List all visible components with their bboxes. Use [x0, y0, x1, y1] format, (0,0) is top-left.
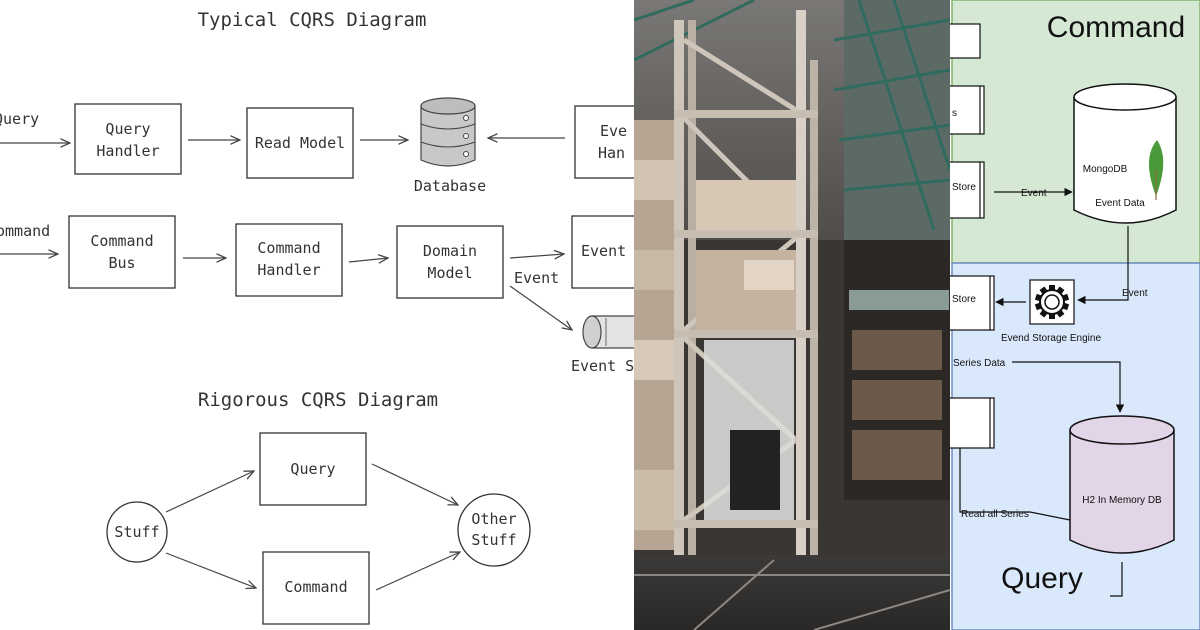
warehouse-photo-svg — [634, 0, 950, 630]
event-arrow-label: Event — [514, 269, 559, 287]
read-model-label: Read Model — [255, 134, 345, 152]
command-bus-label-2: Bus — [108, 254, 135, 272]
partial-box-2 — [950, 85, 985, 135]
series-data-label: Series Data — [953, 358, 1006, 369]
event-store-box-1 — [950, 161, 985, 219]
command-handler-box — [235, 223, 343, 297]
arrow-query-to-otherstuff — [371, 463, 458, 505]
arrow-command-to-otherstuff — [375, 552, 460, 591]
stuff-circle — [106, 501, 168, 563]
back-sign — [849, 290, 949, 310]
rigorous-query-label: Query — [290, 460, 335, 478]
event-arrow-label-2: Event — [1122, 288, 1148, 299]
rigorous-diagram-title: Rigorous CQRS Diagram — [198, 389, 438, 411]
h2-output-connector — [1110, 562, 1123, 597]
domain-model-box — [396, 225, 504, 299]
command-bus-box — [68, 215, 176, 289]
floor-markings — [634, 559, 950, 630]
other-stuff-circle — [457, 493, 531, 567]
event-store-box-1-label: Store — [952, 182, 976, 193]
architecture-diagram-panel: Command s Store Event MongoDB Event Data… — [950, 0, 1200, 630]
mongodb-cylinder — [1073, 83, 1177, 224]
database-label: Database — [414, 177, 486, 195]
domain-model-label-2: Model — [427, 264, 472, 282]
arrow-stuff-to-query — [165, 471, 254, 513]
rigorous-query-box — [259, 432, 367, 506]
warehouse-floor — [634, 555, 950, 630]
pallet-dark-box — [730, 430, 780, 510]
event-data-label: Event Data — [1095, 198, 1145, 209]
query-handler-label-1: Query — [105, 120, 150, 138]
event-box-label: Event — [581, 242, 626, 260]
architecture-svg: Command s Store Event MongoDB Event Data… — [950, 0, 1200, 630]
read-all-series-connector — [959, 448, 1071, 521]
arrow-handler-to-domainmodel — [348, 258, 388, 262]
arrow-stuff-to-command — [165, 552, 256, 588]
query-handler-box — [74, 103, 182, 175]
cqrs-sketch-panel: Typical CQRS Diagram Query Query Handler… — [0, 9, 634, 625]
event-store-box-2-label: Store — [952, 294, 976, 305]
event-handler-box — [574, 105, 634, 179]
event-box — [571, 215, 634, 289]
h2-database-cylinder — [1069, 415, 1175, 554]
database-icon — [420, 97, 476, 167]
h2-database-label: H2 In Memory DB — [1082, 495, 1162, 506]
event-store-icon — [582, 315, 634, 349]
event-arrow-label-1: Event — [1021, 188, 1047, 199]
warehouse-photo — [634, 0, 950, 630]
partial-box-2-label: s — [952, 108, 957, 119]
typical-diagram-title: Typical CQRS Diagram — [198, 9, 427, 31]
roof-trusses — [634, 0, 950, 231]
rigorous-command-box — [262, 551, 370, 625]
read-model-box — [246, 107, 354, 179]
command-handler-label-2: Handler — [257, 261, 320, 279]
command-input-label: ommand — [0, 222, 50, 240]
mongodb-leaf-icon — [1148, 140, 1164, 196]
read-all-series-label: Read all Series — [961, 509, 1029, 520]
other-stuff-label-1: Other — [471, 510, 516, 528]
arrow-series-to-h2 — [1012, 361, 1125, 413]
event-handler-label-2: Han — [598, 144, 625, 162]
partial-box-3 — [950, 397, 995, 449]
query-handler-label-2: Handler — [96, 142, 159, 160]
other-stuff-label-2: Stuff — [471, 531, 516, 549]
event-store-box-2 — [950, 275, 995, 331]
back-boxes — [852, 330, 942, 480]
rigorous-command-label: Command — [284, 578, 347, 596]
stuff-label: Stuff — [114, 523, 159, 541]
query-section-title: Query — [1001, 562, 1083, 595]
storage-engine-label: Evend Storage Engine — [1001, 333, 1102, 344]
command-handler-label-1: Command — [257, 239, 320, 257]
domain-model-label-1: Domain — [423, 242, 477, 260]
arrow-domainmodel-to-eventstore — [509, 285, 572, 330]
left-box-stacks — [634, 120, 674, 550]
query-input-label: Query — [0, 110, 39, 128]
command-section-title: Command — [1047, 11, 1185, 44]
gear-icon — [1034, 285, 1070, 319]
command-bus-label-1: Command — [90, 232, 153, 250]
arrow-mongodb-to-engine — [1077, 226, 1129, 305]
mongodb-label: MongoDB — [1083, 164, 1128, 175]
cqrs-sketch-svg: Typical CQRS Diagram Query Query Handler… — [0, 9, 634, 625]
rack-boxes — [696, 180, 796, 330]
event-handler-label-1: Eve — [600, 122, 627, 140]
arrow-domainmodel-to-event — [509, 254, 564, 258]
partial-box-1 — [950, 23, 981, 59]
event-store-label: Event S — [571, 357, 634, 375]
